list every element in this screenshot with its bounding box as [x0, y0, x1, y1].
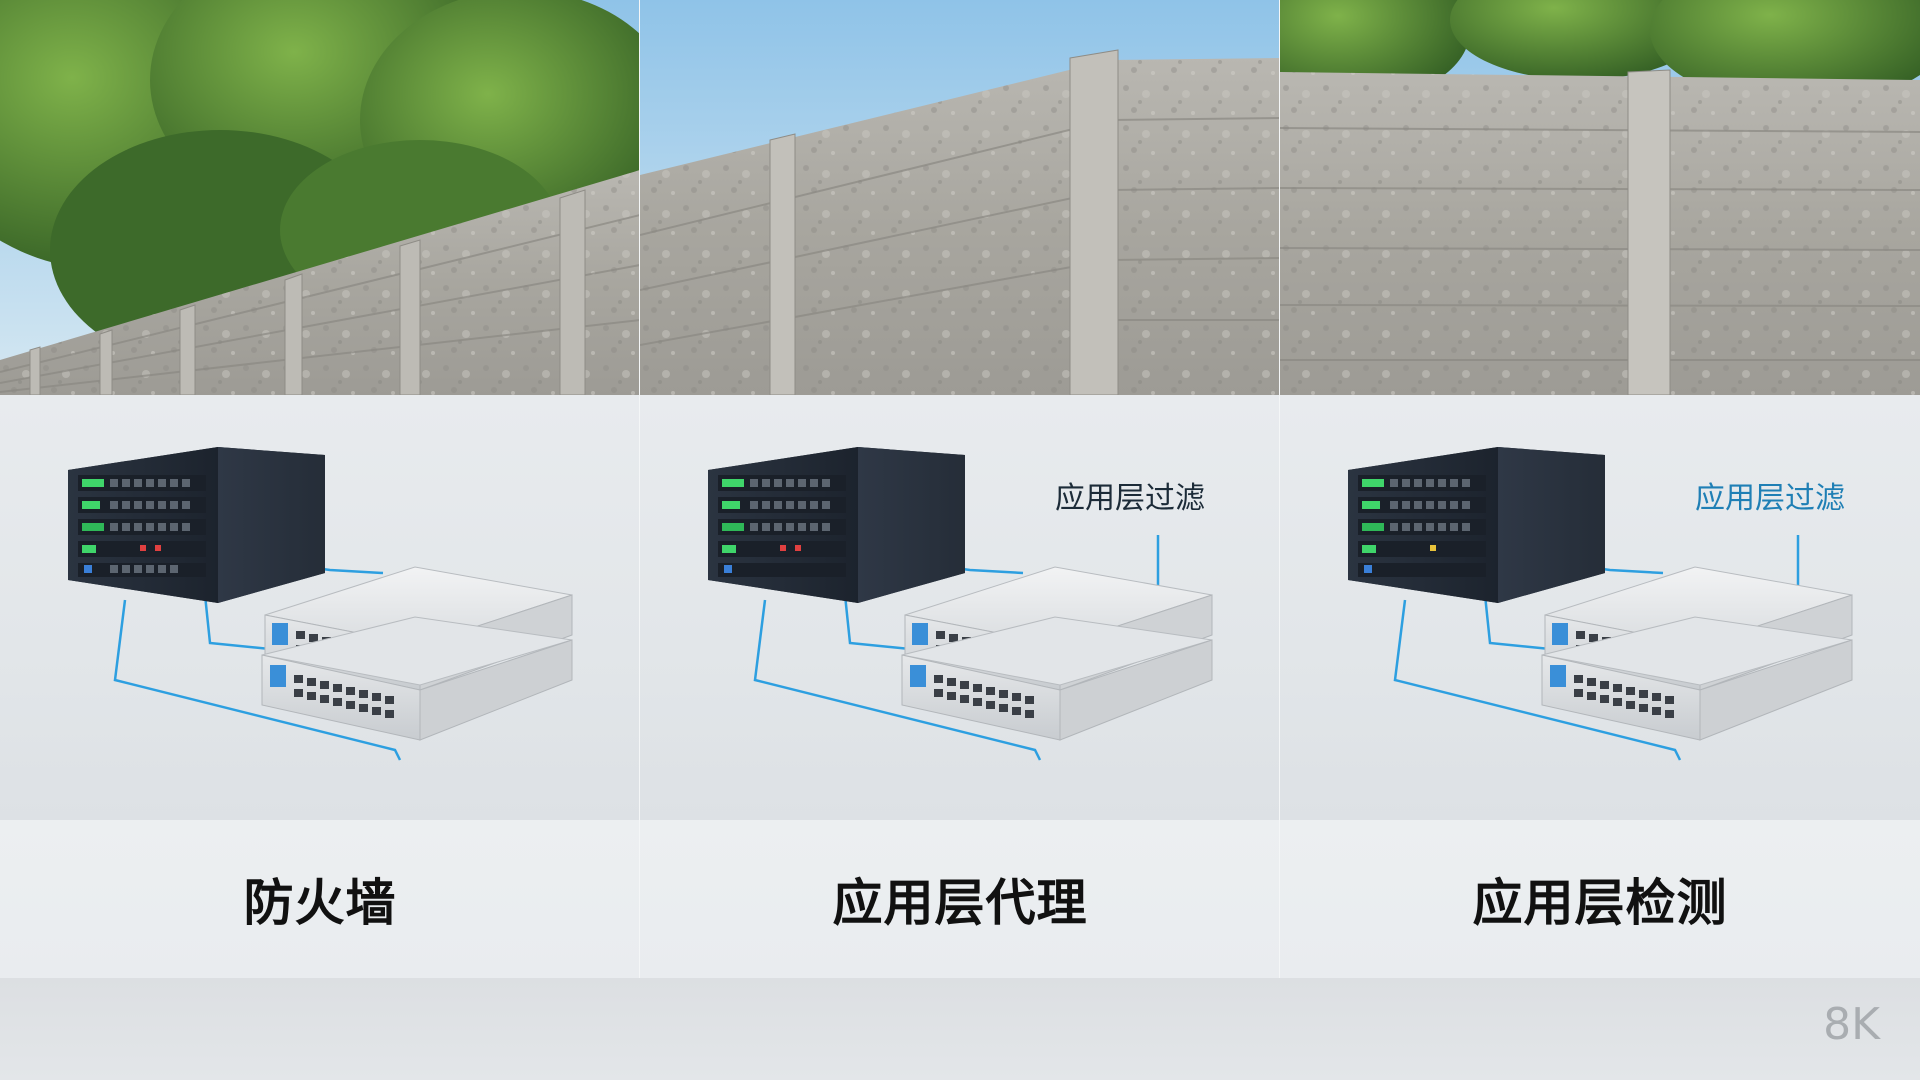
panel-caption: 应用层检测 — [1472, 874, 1728, 932]
network-illustration — [0, 395, 639, 820]
wall-photo — [640, 0, 1279, 395]
panel-app-proxy: 应用层过滤 应用层代理 — [640, 0, 1280, 978]
panel-row: 防火墙 — [0, 0, 1920, 978]
caption-band: 应用层代理 — [640, 820, 1279, 978]
network-illustration: 应用层过滤 — [1280, 395, 1920, 820]
wall-photo — [1280, 0, 1920, 395]
server-ports — [1358, 475, 1486, 577]
panel-caption: 防火墙 — [243, 874, 397, 932]
filter-label: 应用层过滤 — [1055, 482, 1205, 515]
panel-app-inspection: 应用层过滤 应用层检测 — [1280, 0, 1920, 978]
network-illustration: 应用层过滤 — [640, 395, 1279, 820]
bottom-strip: 8K — [0, 978, 1920, 1080]
server-ports — [718, 475, 846, 577]
filter-label: 应用层过滤 — [1695, 482, 1845, 515]
panel-firewall: 防火墙 — [0, 0, 640, 978]
panel-caption: 应用层代理 — [832, 874, 1088, 932]
caption-band: 应用层检测 — [1280, 820, 1920, 978]
wall-photo — [0, 0, 639, 395]
caption-band: 防火墙 — [0, 820, 639, 978]
server-ports — [78, 475, 206, 577]
resolution-badge: 8K — [1823, 999, 1880, 1050]
